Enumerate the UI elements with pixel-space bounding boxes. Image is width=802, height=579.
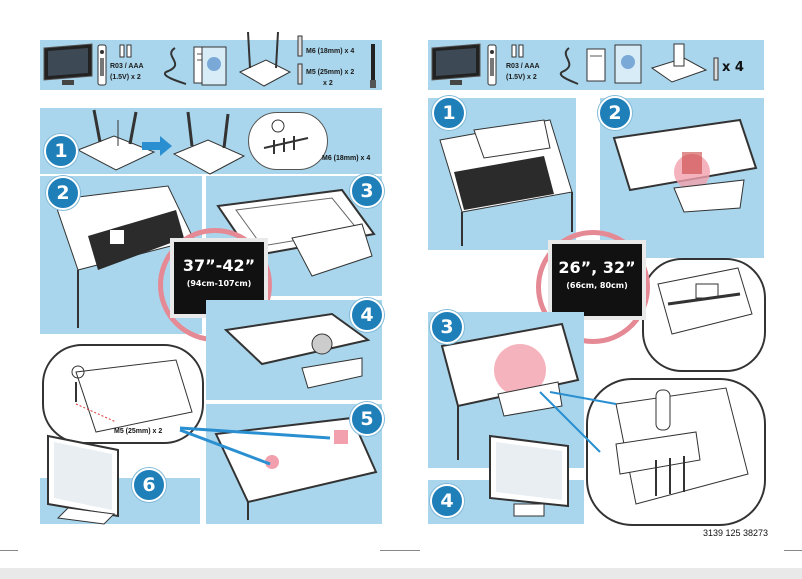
right-step2-badge: 2 xyxy=(598,96,632,130)
right-battery-type: R03 / AAA xyxy=(506,63,540,70)
step1-stand-illustration xyxy=(76,109,156,171)
left-battery-type: R03 / AAA xyxy=(110,63,144,70)
right-size-inches: 26”, 32” xyxy=(558,258,636,277)
right-step4-badge: 4 xyxy=(430,484,464,518)
left-size-cm: (94cm-107cm) xyxy=(186,279,252,288)
battery-icon xyxy=(119,44,132,58)
power-cord-icon xyxy=(559,47,579,85)
power-cord-icon xyxy=(163,47,187,85)
right-step3-detail xyxy=(615,387,749,505)
left-step3-badge: 3 xyxy=(350,174,384,208)
step6-screw-detail xyxy=(71,359,193,433)
crop-mark xyxy=(380,550,420,551)
step1-zoom-bubble xyxy=(248,112,328,170)
left-step4-badge: 4 xyxy=(350,298,384,332)
step4-illustration xyxy=(223,312,371,389)
step1-screws-detail xyxy=(263,119,309,154)
screw-icon xyxy=(297,35,303,85)
step1-arrow-icon xyxy=(142,136,172,156)
tv-icon xyxy=(431,43,481,85)
step5-illustration xyxy=(214,416,378,520)
stand-icon xyxy=(650,43,708,83)
screw-icon xyxy=(713,57,719,81)
right-step2-illustration xyxy=(612,118,758,213)
manual-icon xyxy=(586,48,606,82)
world-leaflet-icon xyxy=(201,46,227,86)
right-size-cm: (66cm, 80cm) xyxy=(566,281,628,290)
screwdriver-icon xyxy=(370,44,376,88)
left-screw-a: M6 (18mm) x 4 xyxy=(306,48,355,55)
step6-tv-illustration xyxy=(47,434,119,525)
right-step3-illustration xyxy=(440,322,580,460)
right-size-ring xyxy=(536,230,650,344)
crop-mark xyxy=(0,550,18,551)
step1-assembled-stand xyxy=(172,111,246,175)
world-leaflet-icon xyxy=(614,44,642,84)
right-size-badge: 26”, 32” (66cm, 80cm) xyxy=(548,240,646,320)
right-step1-illustration xyxy=(439,119,573,246)
page-bottom-strip xyxy=(0,568,802,579)
right-step3-pointer-lines xyxy=(539,391,617,453)
left-step6-badge: 6 xyxy=(132,468,166,502)
remote-icon xyxy=(97,44,107,86)
right-step4-tv-illustration xyxy=(489,434,569,517)
left-step1-badge: 1 xyxy=(44,134,78,168)
left-step5-badge: 5 xyxy=(350,402,384,436)
left-size-inches: 37”-42” xyxy=(182,256,256,275)
right-screw-qty: x 4 xyxy=(722,60,744,75)
left-screw-b: M5 (25mm) x 2 xyxy=(306,69,355,76)
left-battery-qty: (1.5V) x 2 xyxy=(110,74,141,81)
step6-screw-label: M5 (25mm) x 2 xyxy=(114,428,163,435)
battery-icon xyxy=(511,44,524,58)
right-step2-detail xyxy=(657,267,753,335)
remote-icon xyxy=(487,44,497,86)
right-battery-qty: (1.5V) x 2 xyxy=(506,74,537,81)
left-screw-b-extra: x 2 xyxy=(323,80,333,87)
stand-icon xyxy=(238,31,292,87)
left-step2-badge: 2 xyxy=(46,176,80,210)
right-step1-badge: 1 xyxy=(432,96,466,130)
step5-arrows-icon xyxy=(179,426,331,466)
tv-icon xyxy=(43,43,93,85)
step1-screw-label: M6 (18mm) x 4 xyxy=(322,155,371,162)
document-code: 3139 125 38273 xyxy=(703,528,769,538)
right-step3-badge: 3 xyxy=(430,310,464,344)
crop-mark xyxy=(784,550,802,551)
